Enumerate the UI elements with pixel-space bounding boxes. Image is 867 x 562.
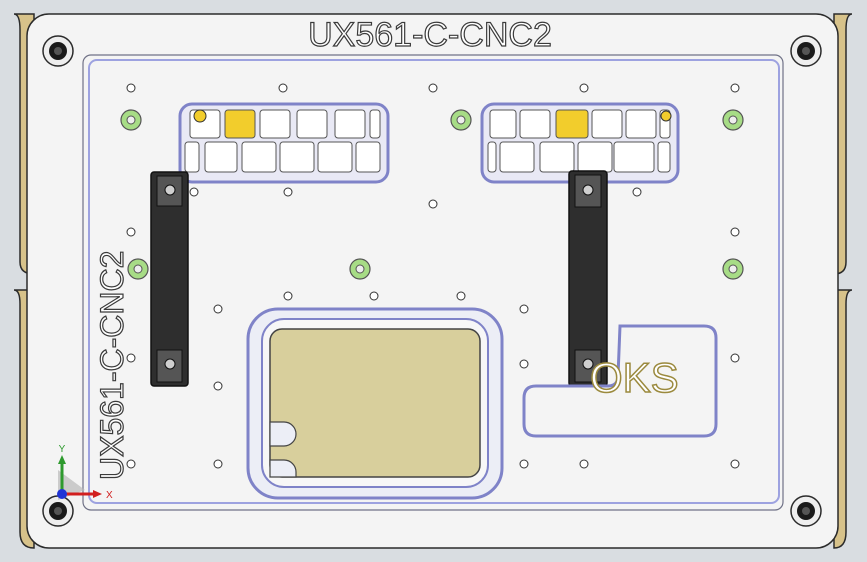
clamp-handle-left[interactable]: [150, 171, 189, 387]
locating-pin-icon[interactable]: [120, 109, 142, 131]
connector-pocket-right[interactable]: [480, 102, 680, 184]
corner-screw-top-left-icon[interactable]: [42, 35, 74, 67]
device-pad[interactable]: [269, 328, 481, 478]
connector-pocket-left[interactable]: [178, 102, 390, 184]
engraving-side-text: UX561-C-CNC2: [94, 251, 130, 480]
locating-pin-icon[interactable]: [450, 109, 472, 131]
label-pocket-right[interactable]: OKS: [522, 324, 718, 438]
corner-screw-top-right-icon[interactable]: [790, 35, 822, 67]
engraving-stamp-text: OKS: [590, 354, 679, 401]
locating-pin-icon[interactable]: [349, 258, 371, 280]
triad-y-label: Y: [59, 444, 66, 455]
corner-screw-bottom-left-icon[interactable]: [42, 495, 74, 527]
locating-pin-icon[interactable]: [127, 258, 149, 280]
plate-pocket-outer: [82, 54, 784, 511]
locating-pin-icon[interactable]: [722, 109, 744, 131]
mounting-holes: [126, 83, 740, 469]
device-nest-pocket[interactable]: [246, 307, 504, 500]
locating-pin-icon[interactable]: [722, 258, 744, 280]
coordinate-triad-icon: Y X: [57, 444, 113, 501]
triad-x-label: X: [106, 490, 113, 501]
plate-pocket-inner: [88, 59, 780, 504]
engraving-top-text: UX561-C-CNC2: [308, 16, 552, 54]
corner-screw-bottom-right-icon[interactable]: [790, 495, 822, 527]
